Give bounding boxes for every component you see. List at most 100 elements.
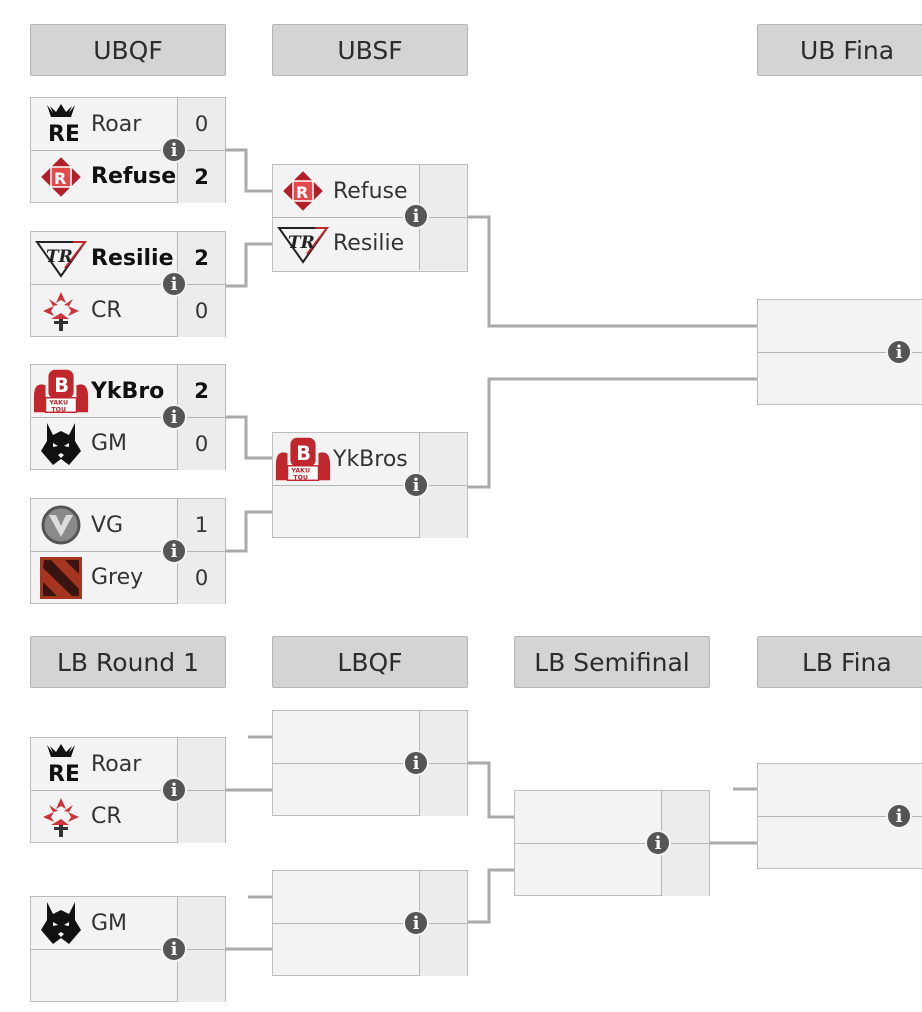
round-header-ub-final-label: UB Fina xyxy=(800,35,895,65)
gm-wolf-logo-icon xyxy=(31,418,91,470)
team-row[interactable]: CR 0 xyxy=(31,284,225,337)
match-ubqf-1[interactable]: RE Roar 0 R Refuse 2 xyxy=(30,97,226,203)
team-row[interactable]: TR Resilie 2 xyxy=(31,232,225,284)
svg-text:RE: RE xyxy=(48,122,78,145)
team-row-empty[interactable] xyxy=(273,923,467,976)
info-icon[interactable]: i xyxy=(403,750,429,776)
info-icon[interactable]: i xyxy=(161,137,187,163)
gm-wolf-logo-icon xyxy=(31,897,91,949)
team-score xyxy=(419,486,467,538)
info-icon[interactable]: i xyxy=(161,936,187,962)
match-lb-semifinal[interactable] xyxy=(514,790,710,896)
round-header-lb-semifinal: LB Semifinal xyxy=(514,636,710,688)
team-score: 0 xyxy=(177,552,225,604)
info-icon[interactable]: i xyxy=(161,404,187,430)
match-lbqf-2[interactable] xyxy=(272,870,468,976)
team-score xyxy=(661,844,709,896)
team-score xyxy=(419,218,467,270)
round-header-lb-final: LB Fina xyxy=(757,636,922,688)
roar-logo-icon: RE xyxy=(31,98,91,150)
match-ubqf-2[interactable]: TR Resilie 2 CR 0 xyxy=(30,231,226,337)
info-icon[interactable]: i xyxy=(886,339,912,365)
round-header-ubsf: UBSF xyxy=(272,24,468,76)
refuse-logo-icon: R xyxy=(273,165,333,217)
team-name: YkBro xyxy=(91,378,165,404)
roar-logo-icon: RE xyxy=(31,738,91,790)
team-score: 2 xyxy=(177,151,225,203)
team-row-empty[interactable] xyxy=(273,763,467,816)
svg-text:TOU: TOU xyxy=(51,406,66,413)
team-row-empty[interactable] xyxy=(758,352,922,404)
match-lbqf-1[interactable] xyxy=(272,710,468,816)
resilient-logo-icon: TR xyxy=(31,232,91,284)
dota-logo-icon xyxy=(31,552,91,604)
team-row[interactable]: VG 1 xyxy=(31,499,225,551)
team-name: Resilie xyxy=(333,231,405,256)
team-row-empty[interactable] xyxy=(31,949,225,1002)
team-score xyxy=(177,950,225,1002)
info-icon[interactable]: i xyxy=(645,830,671,856)
team-row-empty[interactable] xyxy=(515,791,709,843)
team-row[interactable]: GM 0 xyxy=(31,417,225,470)
team-row[interactable]: Grey 0 xyxy=(31,551,225,604)
info-icon[interactable]: i xyxy=(161,777,187,803)
team-row-empty[interactable] xyxy=(273,485,467,538)
team-name: VG xyxy=(91,512,124,538)
info-icon[interactable]: i xyxy=(403,910,429,936)
svg-text:YAKU: YAKU xyxy=(48,400,68,407)
team-score: 2 xyxy=(177,232,225,284)
round-header-ubqf: UBQF xyxy=(30,24,226,76)
cr-logo-icon xyxy=(31,791,91,843)
team-name: CR xyxy=(91,298,122,323)
team-score xyxy=(419,433,467,485)
team-row-empty[interactable] xyxy=(273,871,467,923)
team-score xyxy=(177,897,225,949)
svg-text:TR: TR xyxy=(288,233,315,253)
refuse-logo-icon: R xyxy=(31,151,91,203)
team-row[interactable]: R Refuse xyxy=(273,165,467,217)
vg-logo-icon xyxy=(31,499,91,551)
team-name: Resilie xyxy=(91,245,174,271)
svg-text:RE: RE xyxy=(48,762,78,785)
round-header-lb-round-1: LB Round 1 xyxy=(30,636,226,688)
round-header-lbqf: LBQF xyxy=(272,636,468,688)
team-row[interactable]: GM xyxy=(31,897,225,949)
svg-text:B: B xyxy=(296,442,311,465)
team-row[interactable]: RE Roar 0 xyxy=(31,98,225,150)
team-name: Roar xyxy=(91,111,142,137)
team-score xyxy=(177,791,225,843)
team-name: CR xyxy=(91,804,122,829)
team-score: 0 xyxy=(177,98,225,150)
team-score xyxy=(419,711,467,763)
match-lb-round1-2[interactable]: GM xyxy=(30,896,226,1002)
team-score: 0 xyxy=(177,418,225,470)
round-header-lb-final-label: LB Fina xyxy=(802,647,892,677)
match-lb-round1-1[interactable]: RE Roar CR xyxy=(30,737,226,843)
team-score xyxy=(419,764,467,816)
team-row[interactable]: TR Resilie xyxy=(273,217,467,270)
svg-text:TR: TR xyxy=(46,247,73,267)
team-row-empty[interactable] xyxy=(758,816,922,868)
team-row[interactable]: RE Roar xyxy=(31,738,225,790)
team-name: GM xyxy=(91,910,128,936)
team-row[interactable]: R Refuse 2 xyxy=(31,150,225,203)
info-icon[interactable]: i xyxy=(886,803,912,829)
match-ubsf-1[interactable]: R Refuse TR Resilie xyxy=(272,164,468,272)
info-icon[interactable]: i xyxy=(161,271,187,297)
team-name: Refuse xyxy=(333,178,408,204)
team-score xyxy=(419,924,467,976)
team-row-empty[interactable] xyxy=(515,843,709,896)
info-icon[interactable]: i xyxy=(403,203,429,229)
team-row-empty[interactable] xyxy=(273,711,467,763)
cr-logo-icon xyxy=(31,285,91,337)
info-icon[interactable]: i xyxy=(161,538,187,564)
info-icon[interactable]: i xyxy=(403,472,429,498)
team-row[interactable]: CR xyxy=(31,790,225,843)
match-ubqf-4[interactable]: VG 1 Grey 0 xyxy=(30,498,226,604)
svg-text:YAKU: YAKU xyxy=(290,468,310,475)
